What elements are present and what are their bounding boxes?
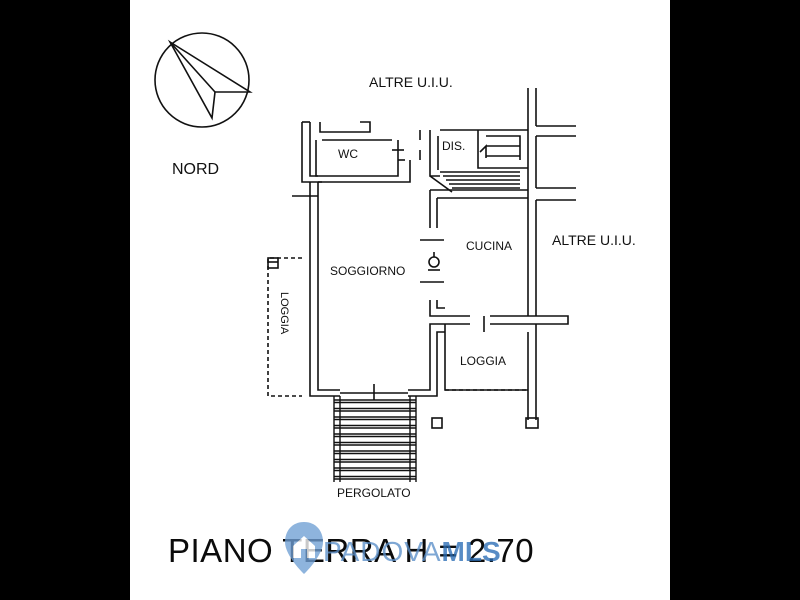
- room-label-loggia-right: LOGGIA: [460, 354, 506, 368]
- house-pin-icon: [285, 522, 323, 574]
- plan-title: PIANO TERRA H = 2.70: [168, 532, 535, 569]
- room-label-soggiorno: SOGGIORNO: [330, 264, 405, 278]
- room-label-loggia-left: LOGGIA: [278, 292, 290, 335]
- room-label-altre-top: ALTRE U.I.U.: [369, 74, 453, 90]
- north-label: NORD: [172, 161, 219, 178]
- north-arrow-icon: [154, 32, 253, 128]
- watermark-logo: PADOVAMLS: [283, 518, 523, 578]
- room-label-dis: DIS.: [442, 139, 465, 153]
- plan-sheet: [130, 0, 670, 600]
- watermark-text: PADOVAMLS: [323, 536, 501, 567]
- room-label-cucina: CUCINA: [466, 239, 512, 253]
- walls: [267, 88, 576, 429]
- room-label-pergolato: PERGOLATO: [337, 486, 411, 500]
- room-label-altre-right: ALTRE U.I.U.: [552, 232, 636, 248]
- pergolato-structure: [333, 396, 417, 482]
- room-label-wc: WC: [338, 147, 358, 161]
